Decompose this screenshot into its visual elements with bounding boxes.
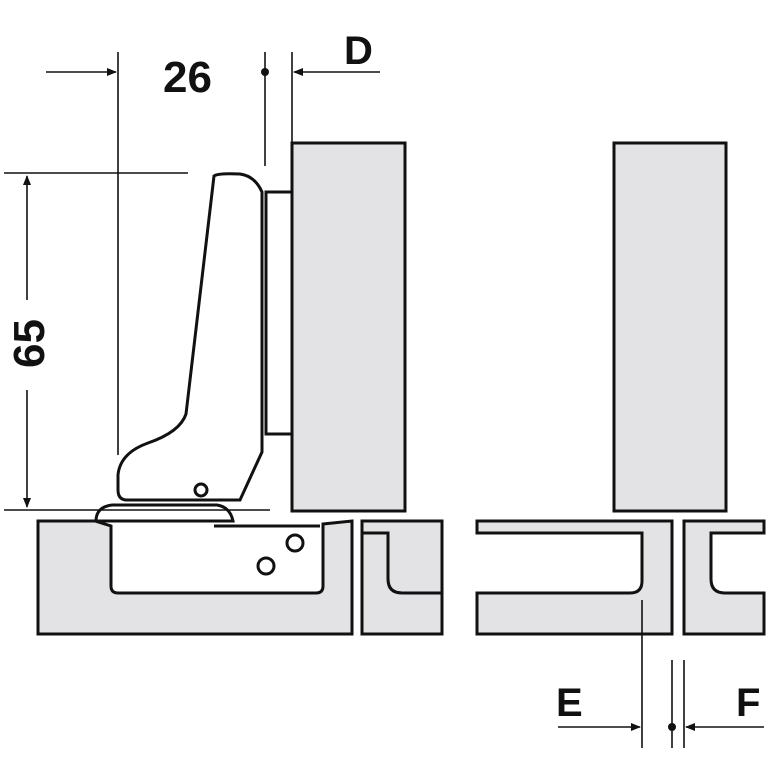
dimension-label-f: F: [736, 681, 760, 725]
door-panel-right: [612, 141, 728, 513]
cup-screw-hole-upper: [285, 533, 305, 553]
hinge-base-flange: [94, 503, 235, 523]
hinge-mounting-plate: [264, 190, 294, 436]
dim-26-dot: [261, 68, 269, 76]
cup-screw-hole-lower: [256, 556, 276, 576]
dimension-label-e: E: [556, 681, 583, 725]
cabinet-side-left: [36, 519, 354, 636]
dimension-label-26: 26: [163, 53, 212, 102]
door-panel-left: [290, 141, 407, 513]
hinge-screw-hole: [193, 482, 209, 498]
dimension-label-d: D: [344, 29, 373, 73]
cabinet-panels: [36, 141, 766, 636]
dimension-lines: [4, 52, 764, 748]
hinge-arm: [116, 172, 264, 502]
cabinet-piece-middle-body: [360, 531, 444, 636]
cabinet-piece-right-middle: [475, 519, 674, 636]
dim-f-dot: [668, 723, 676, 731]
hinge: [94, 172, 320, 576]
dimension-label-65: 65: [5, 319, 54, 368]
cabinet-piece-far-right: [682, 519, 766, 636]
